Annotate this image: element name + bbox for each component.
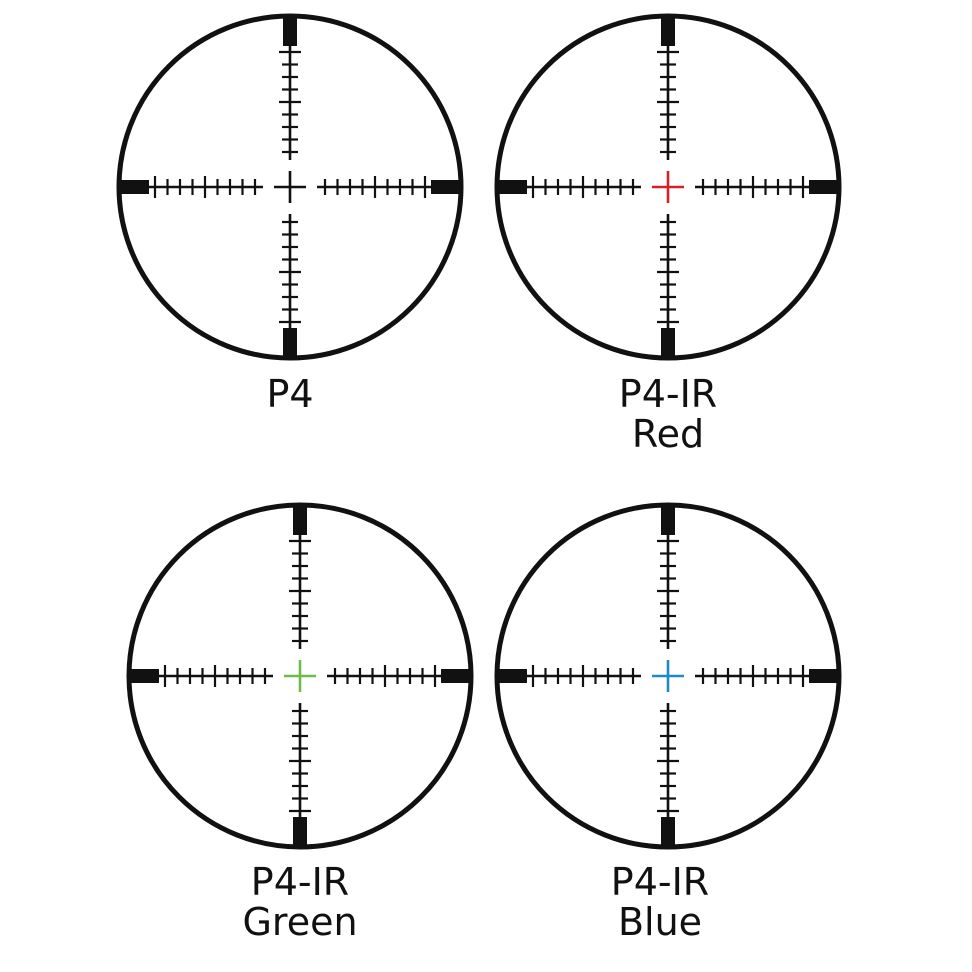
post-bottom [283, 328, 297, 358]
post-right [441, 669, 471, 683]
post-bottom [661, 817, 675, 847]
post-left [497, 669, 527, 683]
post-left [119, 180, 149, 194]
post-top [661, 16, 675, 46]
reticle-p4-ir-red [494, 13, 842, 361]
post-right [809, 180, 839, 194]
caption-p4-ir-blue: P4-IR Blue [510, 862, 810, 942]
post-right [431, 180, 461, 194]
reticle-p4-ir-green [126, 502, 474, 850]
caption-p4-line1: P4 [266, 372, 314, 416]
reticle-p4 [116, 13, 464, 361]
post-left [129, 669, 159, 683]
caption-p4-ir-green-line2: Green [242, 900, 358, 944]
caption-p4-ir-red-line1: P4-IR [618, 372, 718, 416]
caption-p4-ir-green: P4-IR Green [150, 862, 450, 942]
post-left [497, 180, 527, 194]
caption-p4-ir-blue-line2: Blue [617, 900, 703, 944]
post-top [661, 505, 675, 535]
post-bottom [293, 817, 307, 847]
caption-p4-ir-green-line1: P4-IR [250, 860, 350, 904]
caption-p4: P4 [140, 374, 440, 414]
caption-p4-ir-blue-line1: P4-IR [610, 860, 710, 904]
caption-p4-ir-red-line2: Red [631, 412, 705, 456]
caption-p4-ir-red: P4-IR Red [518, 374, 818, 454]
reticle-p4-ir-blue [494, 502, 842, 850]
post-bottom [661, 328, 675, 358]
post-top [283, 16, 297, 46]
post-right [809, 669, 839, 683]
post-top [293, 505, 307, 535]
